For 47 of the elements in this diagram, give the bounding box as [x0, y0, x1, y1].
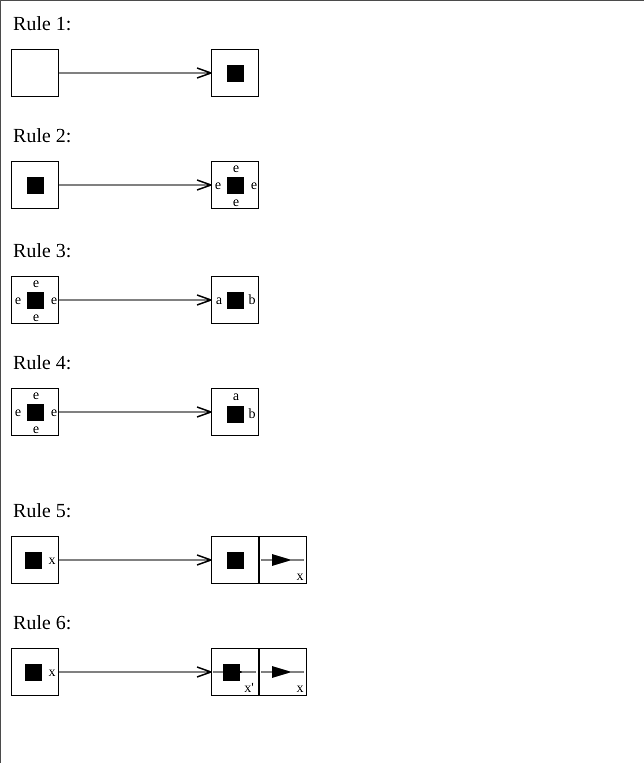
- grid-cell: [11, 388, 59, 436]
- cell-letter: e: [50, 406, 58, 420]
- grid-cell: [11, 276, 59, 324]
- cell-letter: x: [48, 666, 56, 680]
- grid-cell: [211, 648, 259, 696]
- rule-heading: Rule 1:: [13, 13, 72, 35]
- rewrite-arrow: [58, 554, 212, 566]
- grid-cell: [211, 536, 259, 584]
- grid-cell: [11, 536, 59, 584]
- rule-heading: Rule 2:: [13, 125, 72, 147]
- cell-letter: b: [248, 408, 256, 422]
- cell-letter: e: [32, 311, 40, 325]
- grid-cell: [11, 49, 59, 97]
- cell-letter: e: [214, 179, 222, 193]
- cell-letter: e: [232, 196, 240, 210]
- grid-cell: [211, 388, 259, 436]
- rule-heading: Rule 4:: [13, 352, 72, 374]
- grid-cell: [211, 49, 259, 97]
- grid-cell: [11, 648, 59, 696]
- rule-heading: Rule 5:: [13, 500, 72, 522]
- cell-letter: b: [248, 294, 256, 308]
- cell-letter: e: [32, 389, 40, 403]
- cell-letter: e: [232, 162, 240, 176]
- cell-letter: a: [232, 390, 240, 404]
- grid-cell: [11, 161, 59, 209]
- cell-letter: x: [296, 570, 304, 584]
- rule-heading: Rule 3:: [13, 240, 72, 262]
- grid-cell: [211, 276, 259, 324]
- cell-letter: e: [14, 294, 22, 308]
- cell-letter: e: [14, 406, 22, 420]
- grid-cell: [259, 536, 307, 584]
- cell-letter: e: [50, 294, 58, 308]
- rewrite-arrow: [58, 294, 212, 306]
- cell-letter: e: [32, 277, 40, 291]
- rewrite-arrow: [58, 179, 212, 191]
- rewrite-arrow: [58, 406, 212, 418]
- rewrite-arrow: [58, 666, 212, 678]
- rule-heading: Rule 6:: [13, 612, 72, 634]
- cell-letter: x': [244, 682, 254, 696]
- grid-cell: [259, 648, 307, 696]
- cell-letter: e: [250, 179, 258, 193]
- cell-letter: e: [32, 423, 40, 437]
- cell-letter: x: [48, 554, 56, 568]
- cell-letter: x: [296, 682, 304, 696]
- rewrite-arrow: [58, 67, 212, 79]
- cell-letter: a: [216, 294, 222, 308]
- grid-cell: [211, 161, 259, 209]
